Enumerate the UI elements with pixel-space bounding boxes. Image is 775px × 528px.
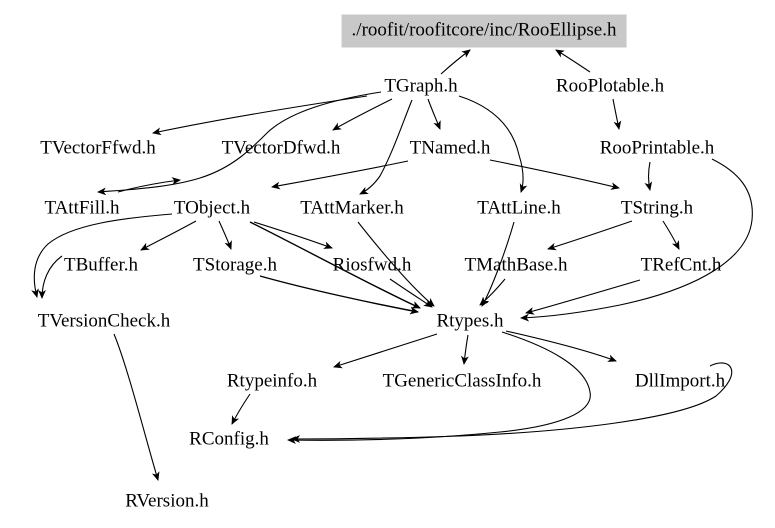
node-tattfill[interactable]: TAttFill.h — [44, 197, 120, 219]
edge-rtypes-rtypeinfo — [333, 333, 438, 369]
edge-tbuffer-tversioncheck — [38, 255, 63, 299]
node-rconfig[interactable]: RConfig.h — [189, 428, 269, 450]
edge-tstring-tmathbase — [547, 220, 633, 251]
edge-rtypes-rconfig — [287, 331, 591, 445]
edge-tmathbase-rtypes — [479, 278, 506, 306]
node-root-rooellipse[interactable]: ./roofit/roofitcore/inc/RooEllipse.h — [341, 14, 627, 48]
edge-tversioncheck-rversion — [113, 333, 160, 481]
node-dllimport[interactable]: DllImport.h — [634, 370, 726, 392]
edge-tobject-riosfwd — [253, 221, 333, 249]
edge-rtypes-tgenericclassinfo — [461, 334, 469, 365]
edge-rtypes-dllimport — [505, 330, 617, 362]
node-tgenericclassinfo[interactable]: TGenericClassInfo.h — [382, 370, 542, 392]
node-rooplotable[interactable]: RooPlotable.h — [555, 75, 665, 97]
node-tstring[interactable]: TString.h — [620, 197, 694, 219]
node-rversion[interactable]: RVersion.h — [125, 490, 209, 512]
edge-rooprintable-tstring — [644, 161, 653, 191]
node-tversioncheck[interactable]: TVersionCheck.h — [37, 310, 171, 332]
edge-tnamed-tstring — [489, 159, 620, 190]
edge-tobject-tstorage — [218, 220, 232, 250]
edge-rooplotable-root — [555, 49, 591, 73]
edge-tgraph-root — [440, 49, 471, 75]
node-tvectordfwd[interactable]: TVectorDfwd.h — [221, 137, 341, 159]
node-tmathbase[interactable]: TMathBase.h — [464, 254, 568, 276]
node-tstorage[interactable]: TStorage.h — [193, 254, 277, 276]
edge-tgraph-tvectordfwd — [332, 98, 393, 131]
edge-rooprintable-rtypes — [520, 158, 753, 322]
node-tbuffer[interactable]: TBuffer.h — [63, 254, 139, 276]
edge-tobject-rtypes — [249, 221, 421, 309]
node-tnamed[interactable]: TNamed.h — [409, 137, 491, 159]
edge-tstorage-rtypes — [259, 275, 419, 315]
edge-tgraph-tattmarker — [359, 99, 413, 195]
edge-tobject-tversioncheck — [31, 213, 173, 298]
edge-tgraph-tnamed — [427, 98, 441, 130]
node-tattline[interactable]: TAttLine.h — [477, 197, 561, 219]
edge-rooplotable-rooprintable — [612, 98, 622, 130]
edge-rtypeinfo-rconfig — [231, 393, 251, 425]
edge-tgraph-tattfill — [97, 91, 382, 196]
node-riosfwd[interactable]: Riosfwd.h — [332, 254, 412, 276]
node-trefcnt[interactable]: TRefCnt.h — [640, 254, 722, 276]
edge-dllimport-rconfig — [291, 362, 733, 443]
edge-riosfwd-rtypes — [389, 278, 433, 308]
node-rooprintable[interactable]: RooPrintable.h — [599, 137, 715, 159]
node-tvectorffwd[interactable]: TVectorFfwd.h — [40, 137, 156, 159]
node-rtypes[interactable]: Rtypes.h — [436, 310, 504, 332]
edge-tstring-trefcnt — [662, 220, 680, 250]
node-rtypeinfo[interactable]: Rtypeinfo.h — [226, 370, 318, 392]
node-tobject[interactable]: TObject.h — [173, 197, 251, 219]
edge-tgraph-tattline — [458, 95, 528, 193]
edge-trefcnt-rtypes — [525, 279, 641, 315]
node-tattmarker[interactable]: TAttMarker.h — [300, 197, 404, 219]
edge-tattfill-tobject — [117, 177, 181, 193]
node-tgraph[interactable]: TGraph.h — [384, 75, 458, 97]
edge-tobject-tbuffer — [140, 220, 197, 251]
edge-tnamed-tobject — [271, 160, 409, 190]
